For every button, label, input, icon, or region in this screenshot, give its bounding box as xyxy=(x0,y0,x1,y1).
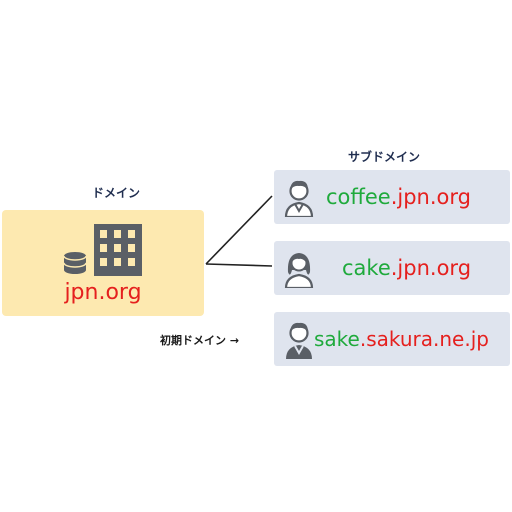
subdomain-text: sake.sakura.ne.jp xyxy=(314,326,489,352)
initial-domain-label: 初期ドメイン → xyxy=(160,334,240,347)
domain-box: jpn.org xyxy=(2,210,204,316)
connector-line-cake xyxy=(205,263,273,267)
subdomain-heading: サブドメイン xyxy=(348,150,421,164)
subdomain-suffix: .jpn.org xyxy=(390,256,472,280)
subdomain-suffix: .jpn.org xyxy=(390,185,471,209)
man-icon xyxy=(286,322,312,359)
domain-name: jpn.org xyxy=(64,280,142,305)
woman-icon xyxy=(284,253,314,288)
server-building-icon xyxy=(63,224,142,276)
subdomain-prefix: sake xyxy=(314,327,360,351)
connector-line-coffee xyxy=(205,195,273,265)
subdomain-text: coffee.jpn.org xyxy=(326,184,471,210)
domain-heading: ドメイン xyxy=(92,186,141,200)
subdomain-card-cake: cake.jpn.org xyxy=(274,241,510,295)
subdomain-suffix: .sakura.ne.jp xyxy=(359,327,489,351)
subdomain-prefix: coffee xyxy=(326,185,391,209)
man-icon xyxy=(284,180,314,217)
subdomain-text: cake.jpn.org xyxy=(342,255,471,281)
subdomain-card-sake: sake.sakura.ne.jp xyxy=(274,312,510,366)
subdomain-card-coffee: coffee.jpn.org xyxy=(274,170,510,224)
subdomain-prefix: cake xyxy=(342,256,391,280)
